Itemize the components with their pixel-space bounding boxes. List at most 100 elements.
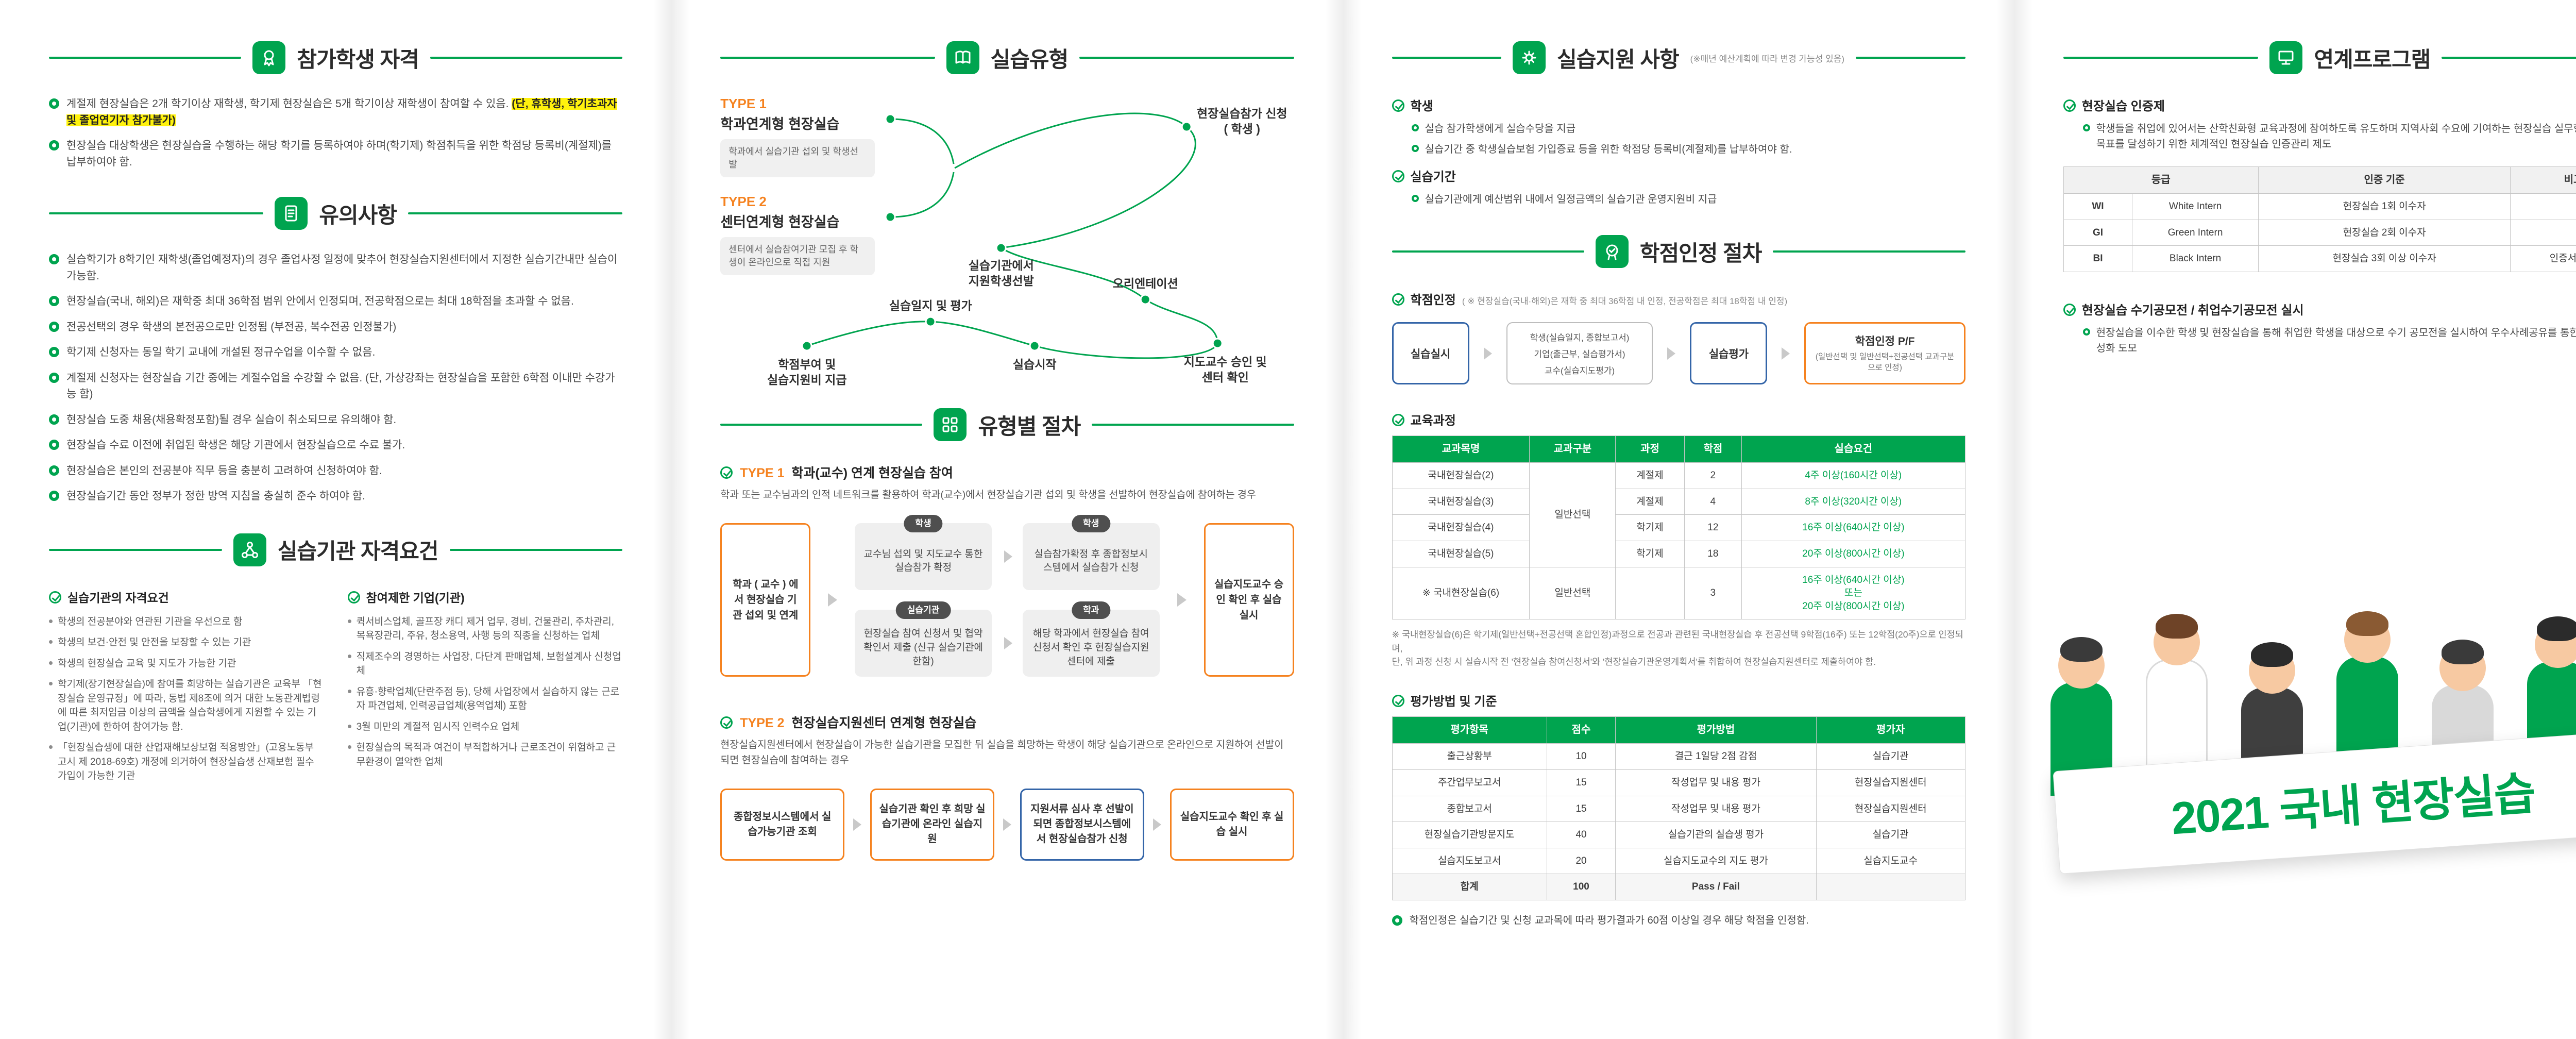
list-item: 실습 참가학생에게 실습수당을 지급 <box>1411 121 1965 137</box>
bullet-icon <box>49 440 59 450</box>
table-row: 국내현장실습(5) 학기제 18 20주 이상(800시간 이상) <box>1392 540 1965 567</box>
doc-line: 기업(출근부, 실습평가서) <box>1534 349 1625 359</box>
student-support-heading: 학생 <box>1392 96 1965 114</box>
table-row: 현장실습기관방문지도 40 실습기관의 실습생 평가 실습기관 <box>1392 822 1965 848</box>
list-item: 실습학기가 8학기인 재학생(졸업예정자)의 경우 졸업사정 일정에 맞추어 현… <box>49 252 622 284</box>
table-row: 출근상황부 10 결근 1일당 2점 감점 실습기관 <box>1392 743 1965 770</box>
type2-procedure-tag: TYPE 2 <box>740 716 785 731</box>
bullet-icon <box>49 465 59 476</box>
type1-steps: 학생 교수님 섭외 및 지도교수 통한 실습참가 확정 실습기관 현장실습 참여… <box>855 515 1160 677</box>
person-hair <box>2250 642 2293 667</box>
list-item: 현장실습(국내, 해외)은 재학중 최대 36학점 범위 안에서 인정되며, 전… <box>49 293 622 310</box>
list-item: 실습기관에게 예산범위 내에서 일정금액의 실습기관 운영지원비 지급 <box>1411 192 1965 207</box>
check-icon <box>1392 99 1404 112</box>
flow-step-actor: 실습기관 <box>895 601 951 619</box>
flow-curve <box>801 112 1223 359</box>
arrow-right-icon <box>1177 593 1187 607</box>
precaution-list: 실습학기가 8학기인 재학생(졸업예정자)의 경우 졸업사정 일정에 맞추어 현… <box>49 252 622 505</box>
bullet-icon <box>49 98 59 109</box>
divider <box>1079 57 1294 59</box>
contest-desc: 현장실습을 이수한 학생 및 현장실습을 통해 취업한 학생을 대상으로 수기 … <box>2096 327 2576 354</box>
table-row: BI Black Intern 현장실습 3회 이상 이수자 인증서 발급 <box>2063 245 2576 272</box>
list-item: 학생의 전공분야와 연관된 기관을 우선으로 함 <box>49 615 324 629</box>
list-item-text: 실습 참가학생에게 실습수당을 지급 <box>1425 123 1576 135</box>
monitor-icon <box>2269 41 2303 74</box>
person-head <box>2344 611 2391 663</box>
divider <box>1856 57 1965 59</box>
node-orientation: 오리엔테이션 <box>1112 277 1178 290</box>
credit-step-documents: 학생(실습일지, 종합보고서) 기업(출근부, 실습평가서) 교수(실습지도평가… <box>1506 322 1653 384</box>
flowchart-icon <box>934 408 967 441</box>
type2-tag: TYPE 2 <box>720 194 767 209</box>
list-item: 현장실습 도중 채용(채용확정포함)될 경우 실습이 취소되므로 유의해야 함. <box>49 412 622 428</box>
bullet-icon <box>49 491 59 501</box>
period-label: 실습기간 <box>1410 170 1456 184</box>
divider <box>2442 57 2576 59</box>
ring-icon <box>1411 124 1419 131</box>
certification-desc-row: 학생들을 취업에 있어서는 산학친화형 교육과정에 참여하도록 유도하며 지역사… <box>2082 121 2576 152</box>
institution-qualification-column: 실습기관의 자격요건 학생의 전공분야와 연관된 기관을 우선으로 함 학생의 … <box>49 588 324 783</box>
list-item: 현장실습의 목적과 여건이 부적합하거나 근로조건이 위험하고 근무환경이 열악… <box>347 741 623 769</box>
node-credit: 학점부여 및 실습지원비 지급 <box>767 358 847 387</box>
practice-flow-diagram: TYPE 1 학과연계형 현장실습 학과에서 실습기관 섭외 및 학생선발 TY… <box>720 96 1294 387</box>
bullet-icon <box>49 140 59 150</box>
dot-icon <box>49 661 53 665</box>
qualification-list: 계절제 현장실습은 2개 학기이상 재학생, 학기제 현장실습은 5개 학기이상… <box>49 96 622 170</box>
panel-support-credit: 실습지원 사항 (※매년 예산계획에 따라 변경 가능성 있음) 학생 실습 참… <box>1343 0 2014 1039</box>
type1-tag: TYPE 1 <box>720 96 767 111</box>
type1-block: TYPE 1 학과연계형 현장실습 학과에서 실습기관 섭외 및 학생선발 <box>720 96 875 178</box>
list-item-text: 「현장실습생에 대한 산업재해보상보험 적용방안」(고용노동부 고시 제 201… <box>58 742 314 782</box>
flow-step-box: 학생 실습참가확정 후 종합정보시스템에서 실습참가 신청 <box>1022 515 1160 591</box>
type2-procedure-flow: 종합정보시스템에서 실습가능기관 조회 실습기관 확인 후 희망 실습기관에 온… <box>720 788 1294 861</box>
list-item: 계절제 신청자는 현장실습 기간 중에는 계절수업을 수강할 수 없음. (단,… <box>49 370 622 403</box>
list-item-text: 학기제(장기현장실습)에 참여를 희망하는 실습기관은 교육부 「현장실습 운영… <box>58 679 322 732</box>
contest-desc-row: 현장실습을 이수한 학생 및 현장실습을 통해 취업한 학생을 대상으로 수기 … <box>2082 325 2576 356</box>
section-title: 연계프로그램 <box>2314 47 2431 72</box>
list-item-text: 실습기관에게 예산범위 내에서 일정금액의 실습기관 운영지원비 지급 <box>1425 194 1717 205</box>
column-title: 실습기관의 자격요건 <box>67 591 169 605</box>
credit-pf-sub: (일반선택 및 일반선택+전공선택 교과구분으로 인정) <box>1815 353 1955 372</box>
list-item-text: 현장실습은 본인의 전공분야 직무 등을 충분히 고려하여 신청하여야 함. <box>66 464 382 477</box>
curriculum-table: 교과목명 교과구분 과정 학점 실습요건 국내현장실습(2) 일반선택 계절제 … <box>1392 435 1965 620</box>
type1-procedure-flow: 학과 ( 교수 ) 에서 현장실습 기관 섭외 및 연계 학생 교수님 섭외 및… <box>720 515 1294 677</box>
list-item-text: 현장실습 수료 이전에 취업된 학생은 해당 기관에서 현장실습으로 수료 불가… <box>66 439 405 451</box>
section-head-procedure: 유형별 절차 <box>720 408 1294 441</box>
people-illustration: 2021 국내 현장실습 <box>2050 565 2576 998</box>
list-item-text: 학기제 신청자는 동일 학기 교내에 개설된 정규수업을 이수할 수 없음. <box>66 346 376 358</box>
ring-icon <box>1411 195 1419 202</box>
divider <box>1773 250 1965 253</box>
dot-icon <box>49 745 53 749</box>
list-item-text: 퀵서비스업체, 골프장 캐디 제거 업무, 경비, 건물관리, 주차관리, 목욕… <box>356 616 614 642</box>
section-title: 참가학생 자격 <box>297 47 419 72</box>
credit-note: ( ※ 현장실습(국내·해외)은 재학 중 최대 36학점 내 인정, 전공학점… <box>1462 296 1788 306</box>
credit-bottom-note: 학점인정은 실습기간 및 신청 교과목에 따라 평가결과가 60점 이상일 경우… <box>1392 913 1965 928</box>
arrow-right-icon <box>1782 347 1790 360</box>
node-start: 실습시작 <box>1012 358 1057 371</box>
curriculum-label: 교육과정 <box>1410 414 1456 428</box>
table-row: 종합보고서 15 작성업무 및 내용 평가 현장실습지원센터 <box>1392 795 1965 823</box>
ring-icon <box>2082 124 2090 131</box>
curriculum-note: ※ 국내현장실습(6)은 학기제(일반선택+전공선택 혼합인정)과정으로 전공과… <box>1392 629 1963 667</box>
credit-step-start: 실습실시 <box>1392 322 1469 384</box>
flow-step-box: 실습기관 확인 후 희망 실습기관에 온라인 실습지원 <box>870 788 994 861</box>
list-item: 퀵서비스업체, 골프장 캐디 제거 업무, 경비, 건물관리, 주차관리, 목욕… <box>347 615 623 643</box>
list-item-text: 전공선택의 경우 학생의 본전공으로만 인정됨 (부전공, 복수전공 인정불가) <box>66 321 397 333</box>
list-item-text: 현장실습의 목적과 여건이 부적합하거나 근로조건이 위험하고 근무환경이 열악… <box>356 742 616 767</box>
dot-icon <box>49 640 53 644</box>
list-item-text: 학생의 현장실습 교육 및 지도가 가능한 기관 <box>58 658 236 669</box>
divider <box>720 57 935 59</box>
bullet-icon <box>49 321 59 332</box>
node-select: 실습기관에서 지원학생선발 <box>968 259 1034 288</box>
list-item-text: 학생의 보건·안전 및 안전을 보장할 수 있는 기관 <box>58 637 251 648</box>
check-icon <box>720 716 733 729</box>
table-row: 주간업무보고서 15 작성업무 및 내용 평가 현장실습지원센터 <box>1392 769 1965 796</box>
section-head-support: 실습지원 사항 (※매년 예산계획에 따라 변경 가능성 있음) <box>1392 41 1965 74</box>
list-item-text: 학생의 전공분야와 연관된 기관을 우선으로 함 <box>58 616 243 627</box>
bullet-icon <box>49 347 59 357</box>
list-item-text: 현장실습기간 동안 정부가 정한 방역 지침을 충실히 준수 하여야 함. <box>66 490 365 502</box>
list-item-text: 3월 미만의 계절적 임시직 인력수요 업체 <box>356 721 520 732</box>
gear-icon <box>1513 41 1546 74</box>
divider <box>2063 57 2259 59</box>
table-row: 국내현장실습(3) 계절제 4 8주 이상(320시간 이상) <box>1392 488 1965 515</box>
